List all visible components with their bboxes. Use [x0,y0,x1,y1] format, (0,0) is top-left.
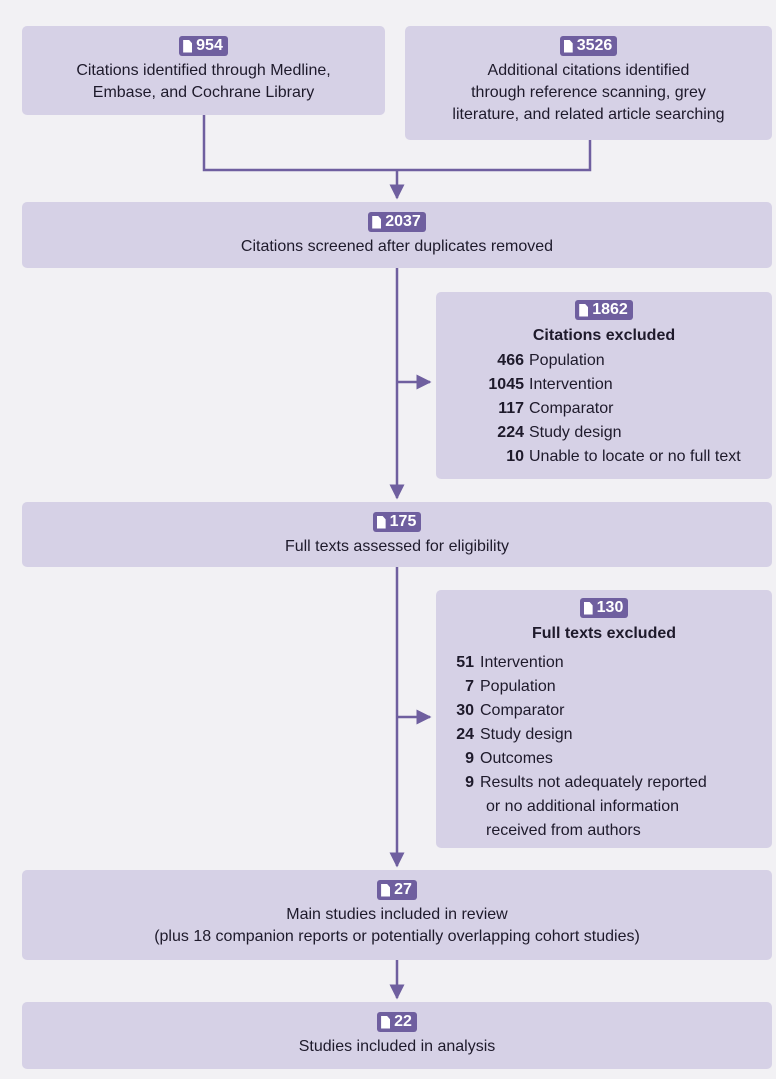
document-icon [579,303,589,317]
box-citations-excluded: 1862 Citations excluded 466 Population 1… [436,292,772,479]
box-label: Additional citations identified through … [452,61,725,123]
box-main-studies: 27 Main studies included in review (plus… [22,870,772,960]
document-icon [381,1015,391,1029]
count-badge: 175 [372,512,422,532]
box-title: Citations excluded [532,326,676,344]
box-label: Main studies included in review (plus 18… [154,905,640,945]
count-badge: 954 [179,36,228,56]
box-label: Studies included in analysis [298,1037,496,1055]
document-icon [372,215,382,229]
connector-medline-down [202,115,397,172]
document-icon [583,601,593,615]
document-icon [381,883,391,897]
box-label: Full texts assessed for eligibility [284,537,510,555]
box-citations-screened: 2037 Citations screened after duplicates… [22,202,772,268]
document-icon [183,39,193,53]
box-medline-citations: 954 Citations identified through Medline… [22,26,385,115]
box-full-texts-assessed: 175 Full texts assessed for eligibility [22,502,772,567]
connector-additional-down [397,140,592,172]
box-full-texts-excluded: 130 Full texts excluded 51 Intervention … [436,590,772,848]
count-badge: 27 [377,880,417,900]
count-badge: 2037 [368,212,426,232]
count-badge: 130 [579,598,629,618]
count-badge: 1862 [575,300,633,320]
document-icon [563,39,573,53]
document-icon [376,515,386,529]
count-badge: 3526 [559,36,618,56]
box-title: Full texts excluded [531,624,677,642]
box-additional-citations: 3526 Additional citations identified thr… [405,26,772,140]
count-badge: 22 [377,1012,417,1032]
box-label: Citations screened after duplicates remo… [240,237,554,255]
box-studies-in-analysis: 22 Studies included in analysis [22,1002,772,1069]
box-label: Citations identified through Medline, Em… [76,61,331,101]
